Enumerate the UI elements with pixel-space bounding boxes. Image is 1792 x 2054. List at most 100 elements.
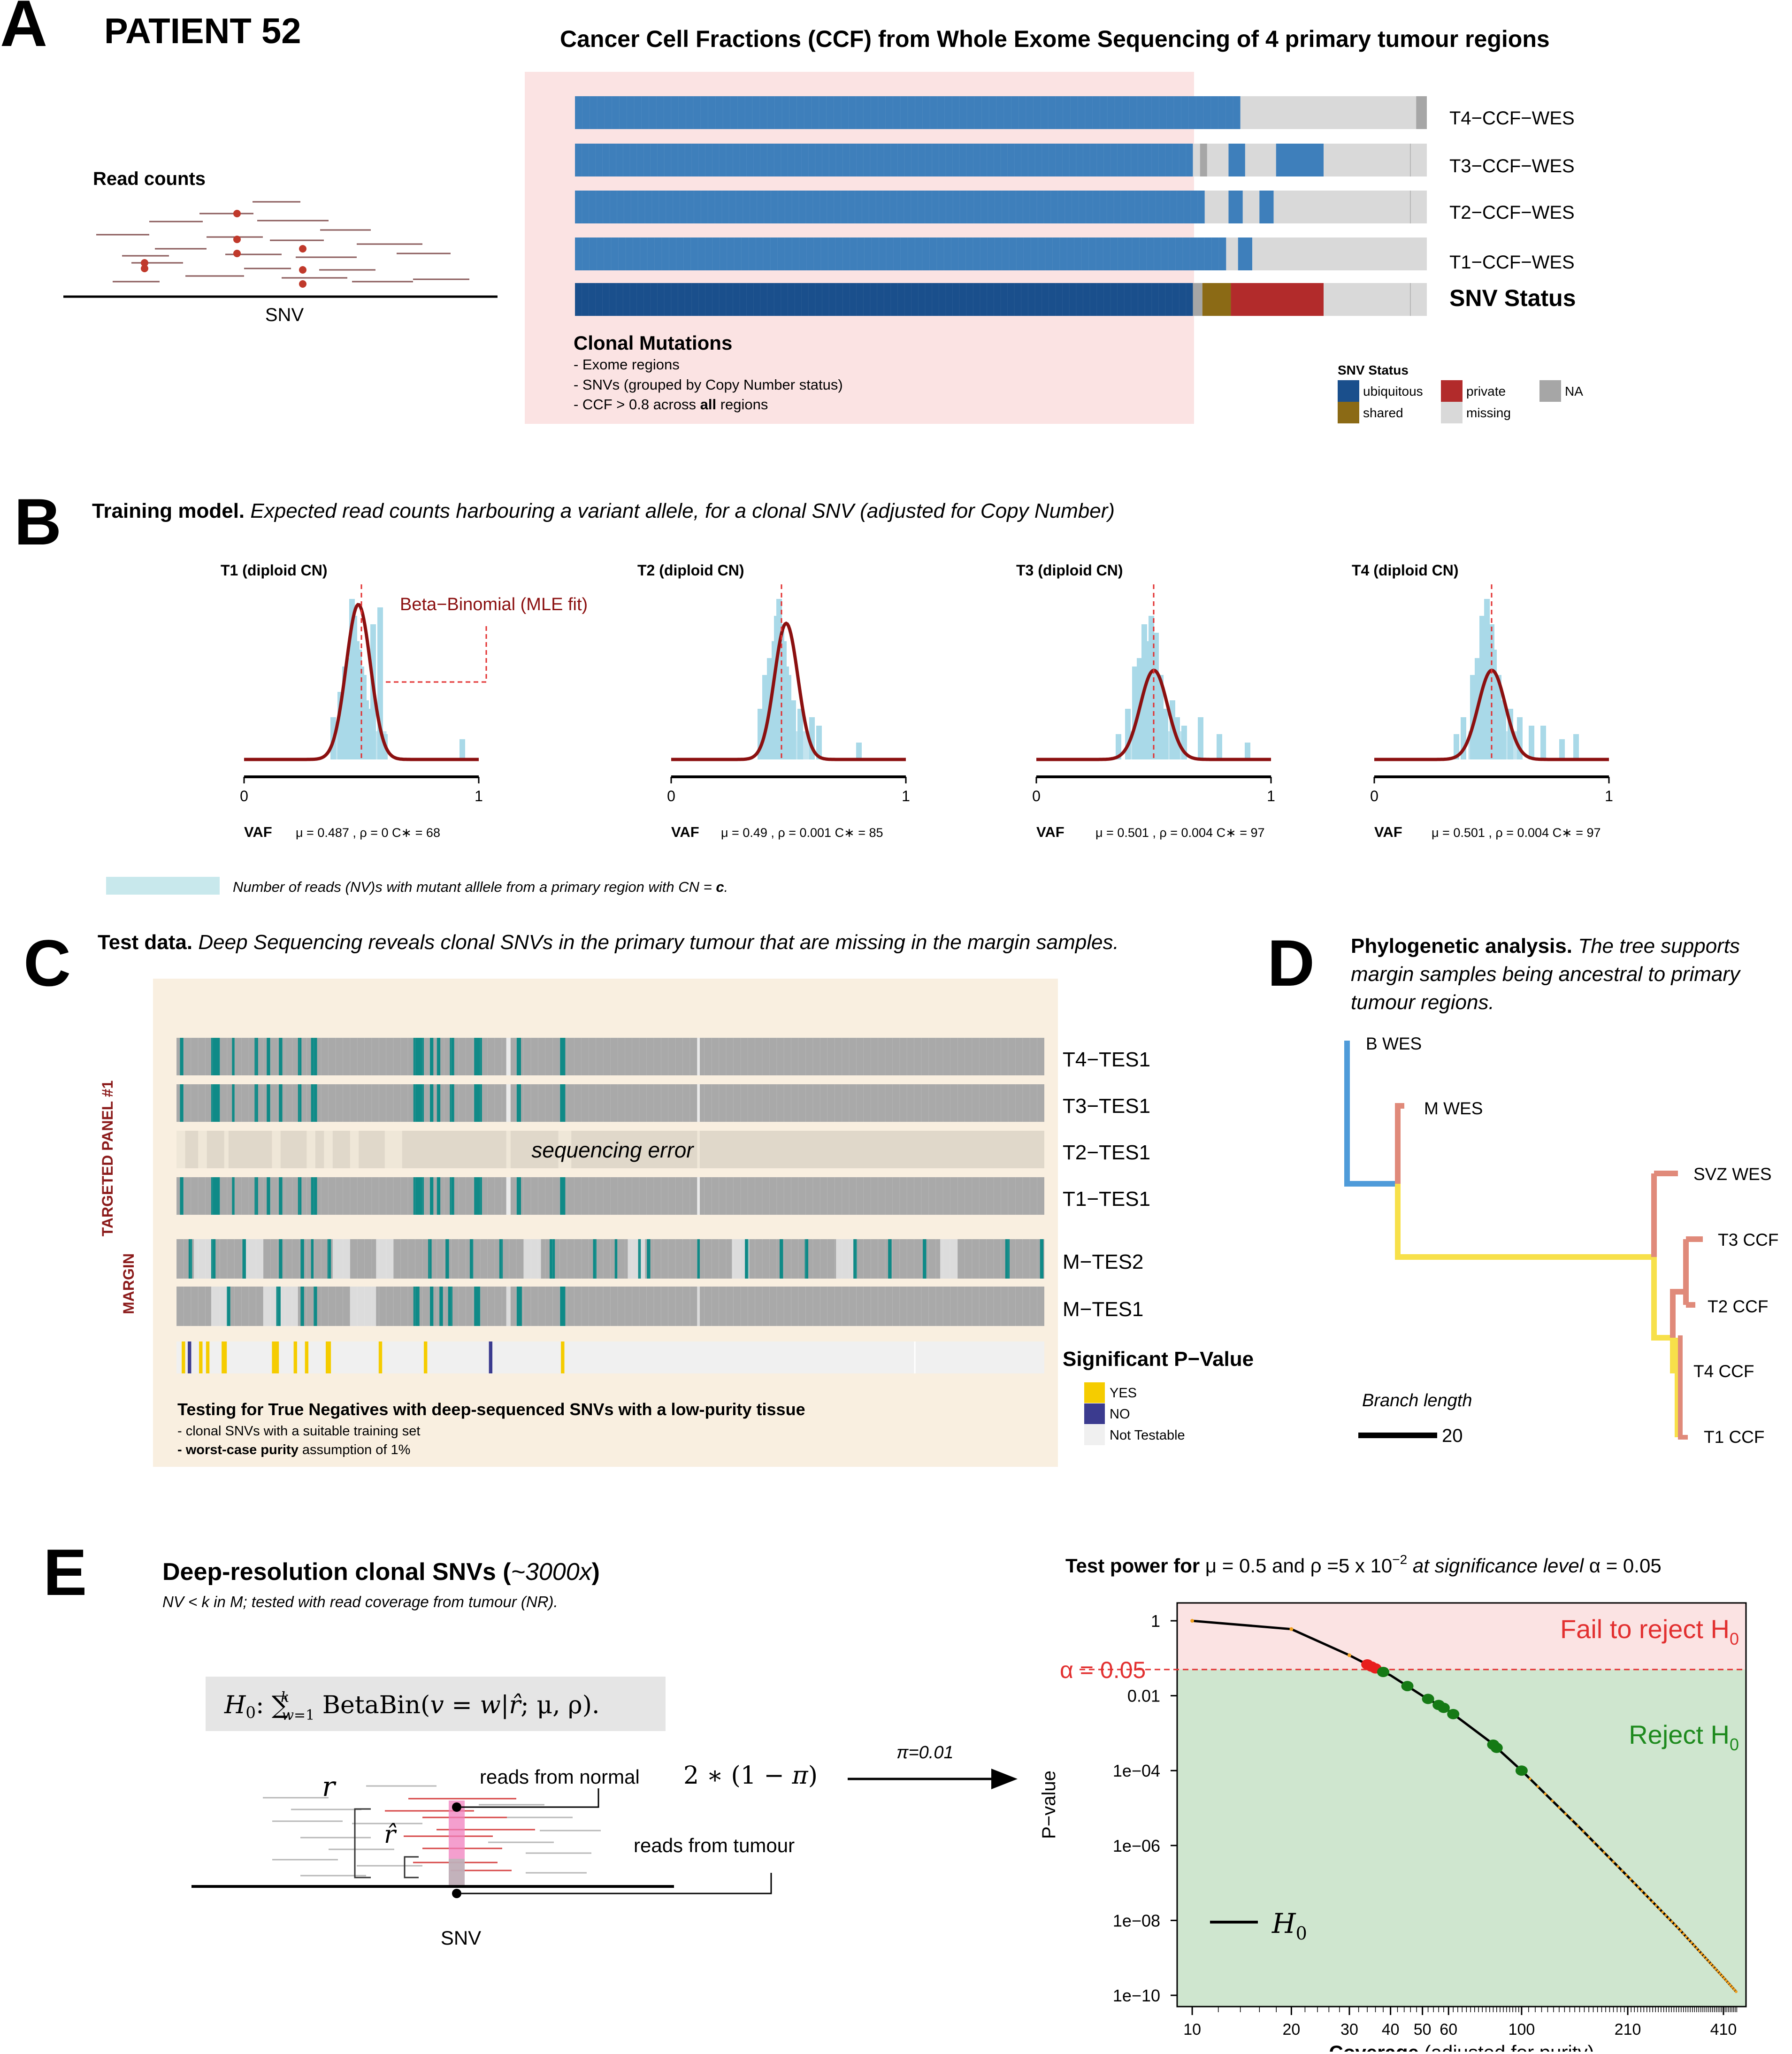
pval-yes-cell (272, 1341, 279, 1373)
tail-point (1707, 1960, 1710, 1963)
ccf-segment (1193, 144, 1200, 176)
tes-cell (445, 1239, 449, 1279)
tes-cell (180, 1177, 184, 1215)
panel-c-letter: C (23, 926, 71, 1000)
fail-label-subscript: 0 (1730, 1629, 1739, 1648)
tes-cell (523, 1239, 541, 1279)
reads-tumour-label: reads from tumour (634, 1834, 795, 1856)
pval-swatch-na (1084, 1425, 1105, 1445)
tail-point (1557, 1806, 1561, 1809)
tail-point (1676, 1926, 1679, 1930)
x-tick-label: 10 (1183, 2021, 1201, 2039)
green-point (1422, 1694, 1434, 1704)
tes-cell (853, 1239, 857, 1279)
r-bracket (354, 1808, 371, 1878)
tes-cell (242, 1239, 246, 1279)
clonal-item-2: - SNVs (grouped by Copy Number status) (574, 376, 843, 393)
histogram-bar (1130, 731, 1182, 759)
histogram-bar (1540, 726, 1546, 759)
pval-gap (914, 1341, 916, 1373)
tes-cell (1040, 1239, 1044, 1279)
tes-cell (450, 1177, 454, 1215)
tes-cell (224, 1131, 229, 1168)
tes-cell (450, 1084, 454, 1122)
tes-cell (245, 1239, 263, 1279)
variant-dot (233, 250, 241, 257)
histogram-title: T4 (diploid CN) (1352, 562, 1459, 579)
tes-cell (211, 1177, 220, 1215)
tail-point (1564, 1812, 1567, 1816)
tail-point (1644, 1893, 1647, 1896)
tail-point (1687, 1938, 1691, 1941)
fit-stats: μ = 0.501 , ρ = 0.004 C∗ = 97 (1095, 826, 1265, 840)
tes-cell (638, 1239, 641, 1279)
x-tick-label: 210 (1615, 2021, 1641, 2039)
fit-stats: μ = 0.49 , ρ = 0.001 C∗ = 85 (721, 826, 883, 840)
ccf-segment (1410, 144, 1427, 176)
tail-point (1570, 1818, 1573, 1822)
tes-cell (198, 1131, 207, 1168)
green-point (1490, 1742, 1503, 1753)
tumour-leader (461, 1873, 772, 1894)
pval-yes-cell (206, 1341, 210, 1373)
tes-cell (428, 1239, 432, 1279)
histogram-bar (1116, 734, 1121, 759)
plot-frame (1176, 1602, 1747, 2008)
histogram-bar (1217, 734, 1222, 759)
branch-svz (1651, 1171, 1678, 1257)
tip-t3-ccf: T3 CCF (1718, 1230, 1779, 1249)
tes-cell (429, 1177, 434, 1215)
ccf-row-label-t4: T4−CCF−WES (1449, 108, 1575, 129)
vaf-tick-label: 1 (1267, 788, 1275, 805)
ccf-segment (1276, 144, 1324, 176)
tes-row-label-t1: T1−TES1 (1063, 1188, 1150, 1211)
ccf-segment (1238, 238, 1253, 270)
tail-point (1551, 1799, 1554, 1802)
group-label-targeted: TARGETED PANEL #1 (99, 1081, 116, 1237)
tes-cell (211, 1084, 220, 1122)
ccf-row-label-t3: T3−CCF−WES (1449, 156, 1575, 176)
tail-point (1607, 1855, 1610, 1859)
tes-cell (267, 1084, 270, 1122)
branch-root-yellow (1395, 1184, 1654, 1260)
tail-point (1629, 1878, 1632, 1881)
fail-label: Fail to reject H0 (1560, 1614, 1739, 1648)
tip-svz-wes: SVZ WES (1693, 1165, 1772, 1184)
tes-cell (593, 1239, 597, 1279)
pval-yes-cell (423, 1341, 428, 1373)
panel-a-title: Cancer Cell Fractions (CCF) from Whole E… (560, 26, 1550, 52)
green-point (1447, 1709, 1460, 1719)
panel-b-letter: B (14, 485, 61, 559)
tes-cell (232, 1084, 235, 1122)
tail-point (1647, 1897, 1651, 1900)
seq-error-label: sequencing error (531, 1138, 694, 1162)
tes-cell (437, 1177, 441, 1215)
ccf-segment (1245, 144, 1276, 176)
tail-point (1664, 1914, 1668, 1917)
tail-point (1705, 1957, 1708, 1961)
vaf-tick-label: 1 (475, 788, 483, 805)
tes-cell (311, 1177, 317, 1215)
reads-normal-label: reads from normal (480, 1766, 640, 1788)
tes-row-label-mtes2: M−TES2 (1063, 1250, 1143, 1273)
tail-point (1718, 1972, 1722, 1975)
histogram-bar (816, 726, 822, 759)
tip-t1-ccf: T1 CCF (1704, 1427, 1765, 1447)
tes-cell (311, 1038, 317, 1075)
tes-cell (836, 1239, 854, 1279)
tail-point (1731, 1985, 1734, 1989)
tes-cell (437, 1038, 441, 1075)
branch-m (1395, 1103, 1404, 1184)
tes-cell (180, 1038, 184, 1075)
tip-t4-ccf: T4 CCF (1693, 1362, 1754, 1381)
arrow-head (991, 1769, 1018, 1789)
b-legend-text: Number of reads (NV)s with mutant alllel… (233, 879, 728, 895)
tail-point (1625, 1873, 1628, 1877)
tail-point (1536, 1785, 1539, 1788)
ccf-segment (1259, 191, 1274, 223)
ccf-row-label-t1: T1−CCF−WES (1449, 252, 1575, 273)
fit-stats: μ = 0.501 , ρ = 0.004 C∗ = 97 (1432, 826, 1601, 840)
pval-yes-cell (561, 1341, 565, 1373)
tes-cell (697, 1239, 700, 1279)
